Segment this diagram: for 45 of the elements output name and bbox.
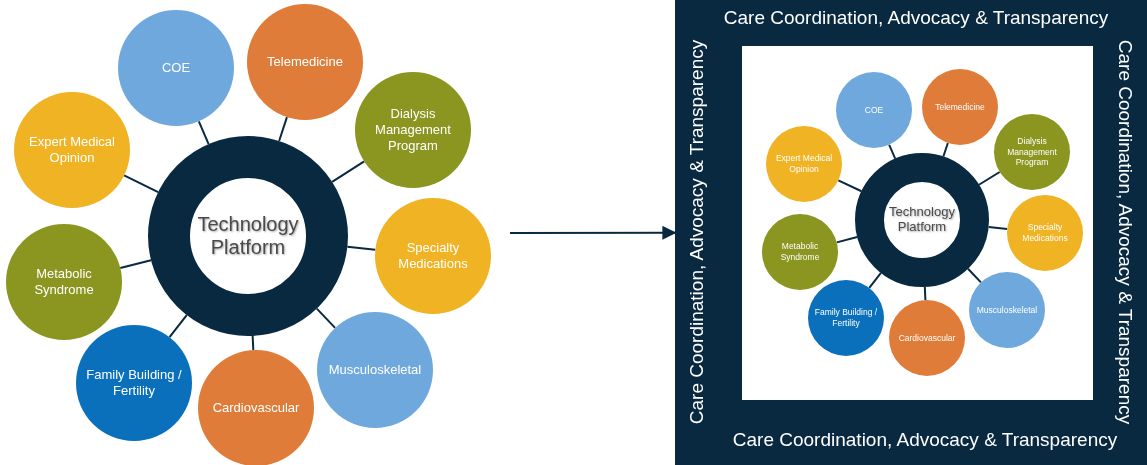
frame-text: Care Coordination, Advocacy & Transparency xyxy=(686,39,706,425)
circle-label: Family Building / Fertility xyxy=(814,307,878,329)
connector-line xyxy=(978,171,1001,186)
arrow xyxy=(509,225,677,240)
circle-label: COE xyxy=(864,104,884,116)
ring-label: Technology Platform xyxy=(196,213,300,259)
circle-label: Dialysis Management Program xyxy=(1006,136,1058,168)
circle-label: Expert Medical Opinion xyxy=(28,133,116,167)
connector-line xyxy=(888,143,897,160)
circle-label: Telemedicine xyxy=(935,101,985,113)
circle-label: Metabolic Syndrome xyxy=(779,241,821,263)
connector-line xyxy=(168,314,188,339)
circle-label: Specialty Medications xyxy=(397,239,469,273)
connector-line xyxy=(331,160,366,183)
framing-panel xyxy=(675,0,1147,465)
connector-line xyxy=(967,267,982,284)
connector-line xyxy=(197,120,210,146)
connector-line xyxy=(923,285,927,302)
circle-label: Cardiovascular xyxy=(212,399,300,417)
circle-label: Musculoskeletal xyxy=(328,361,422,379)
connector-line xyxy=(942,142,949,158)
circle-label: Metabolic Syndrome xyxy=(33,265,95,299)
frame-text: Care Coordination, Advocacy & Transparency xyxy=(732,429,1118,449)
circle-label: COE xyxy=(161,59,191,77)
connector-line xyxy=(868,271,882,289)
connector-line xyxy=(315,307,337,329)
circle-label: Telemedicine xyxy=(267,53,343,71)
connector-line xyxy=(251,334,255,352)
circle-label: Family Building / Fertility xyxy=(85,366,183,400)
ring-label: Technology Platform xyxy=(888,205,956,235)
connector-line xyxy=(123,174,160,194)
connector-line xyxy=(837,179,863,193)
connector-line xyxy=(987,226,1009,230)
connector-line xyxy=(835,236,859,244)
circle-label: Cardiovascular xyxy=(898,332,956,344)
connector-line xyxy=(119,259,152,269)
circle-label: Expert Medical Opinion xyxy=(774,153,834,175)
connector-line xyxy=(346,245,377,251)
connector-line xyxy=(278,116,288,142)
circle-label: Dialysis Management Program xyxy=(374,105,452,155)
inner-panel xyxy=(742,46,1093,400)
frame-text: Care Coordination, Advocacy & Transparency xyxy=(1115,39,1135,425)
frame-text: Care Coordination, Advocacy & Transparency xyxy=(723,7,1109,27)
circle-label: Musculoskeletal xyxy=(976,304,1038,316)
circle-label: Specialty Medications xyxy=(1021,222,1069,244)
